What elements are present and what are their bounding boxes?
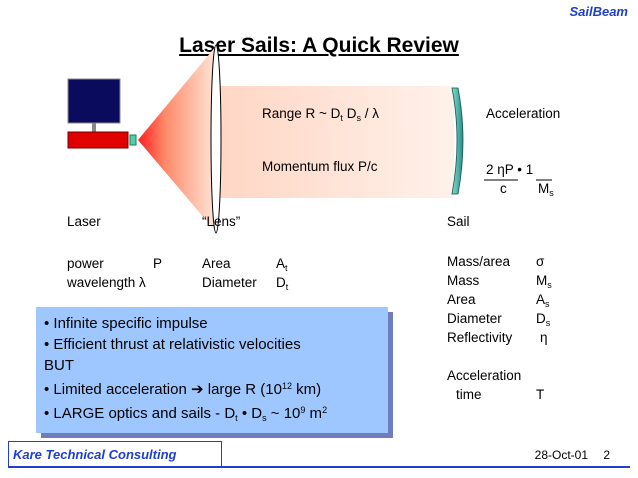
sail-heading: Sail — [447, 214, 470, 229]
footer-divider — [8, 466, 630, 468]
sail-row-mass-area: Mass/area — [447, 254, 511, 269]
bullet-limited-acceleration: • Limited acceleration ➔ large R (1012 k… — [44, 381, 322, 398]
sail-sym-mass-area: σ — [536, 254, 545, 269]
bullet-specific-impulse: • Infinite specific impulse — [44, 315, 208, 332]
page-number: 2 — [603, 448, 610, 462]
lens-diameter-label: Diameter — [202, 275, 257, 290]
laser-beam-cone — [138, 46, 216, 232]
laser-power-symbol: P — [153, 256, 163, 271]
arrow-icon: ➔ — [191, 381, 204, 398]
lens-diameter-symbol: Dt — [276, 275, 289, 292]
sail-row-reflectivity: Reflectivity — [447, 330, 513, 345]
bullet-efficient-thrust: • Efficient thrust at relativistic veloc… — [44, 336, 301, 353]
lens-heading: “Lens” — [202, 214, 241, 229]
momentum-flux-label: Momentum flux P/c — [262, 159, 378, 174]
laser-power-label: power — [67, 256, 104, 271]
sail-row-diameter: Diameter — [447, 311, 502, 326]
bullet-large-optics: • LARGE optics and sails - Dt • Ds ~ 109… — [44, 405, 328, 423]
acceleration-denominator-c: c — [500, 181, 507, 196]
slide-date: 28-Oct-01 — [534, 448, 588, 462]
lens-shape — [210, 44, 222, 234]
sail-sym-reflectivity: η — [540, 330, 548, 345]
bullet-but: BUT — [44, 357, 74, 374]
laser-wavelength-label: wavelength λ — [67, 275, 146, 290]
range-formula: Range R ~ Dt Ds / λ — [262, 106, 379, 123]
laser-monitor — [67, 78, 121, 124]
lens-area-label: Area — [202, 256, 231, 271]
summary-box: • Infinite specific impulse • Efficient … — [36, 307, 388, 433]
sail-row-area: Area — [447, 292, 476, 307]
sail-accel-label-1: Acceleration — [447, 368, 522, 383]
sail-row-mass: Mass — [447, 273, 480, 288]
brand-label: SailBeam — [569, 4, 628, 19]
laser-stand — [92, 123, 96, 132]
sail-accel-label-2: time — [456, 387, 482, 402]
page-title: Laser Sails: A Quick Review — [179, 34, 459, 57]
sail-sym-area: As — [536, 292, 550, 309]
laser-heading: Laser — [67, 214, 101, 229]
acceleration-denominator-m: Ms — [538, 181, 554, 198]
sail-sym-mass: Ms — [536, 273, 552, 290]
lens-area-symbol: At — [276, 256, 288, 273]
laser-body — [67, 131, 129, 149]
sail-accel-symbol: T — [536, 387, 545, 402]
acceleration-numerator: 2 ηP • 1 — [486, 162, 534, 177]
company-name: Kare Technical Consulting — [8, 441, 222, 467]
sail-shape — [451, 87, 464, 195]
laser-emitter — [129, 134, 137, 146]
acceleration-heading: Acceleration — [486, 106, 561, 121]
collimated-beam — [216, 86, 454, 198]
sail-sym-diameter: Ds — [536, 311, 551, 328]
